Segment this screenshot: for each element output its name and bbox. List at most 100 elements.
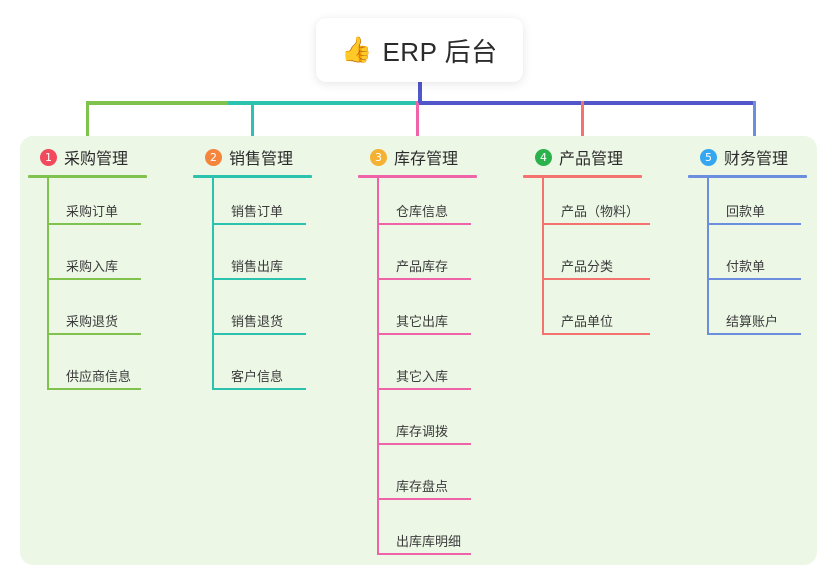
module-item[interactable]: 客户信息 xyxy=(193,343,312,398)
module-underline-4 xyxy=(523,175,642,178)
drop-1 xyxy=(86,101,89,146)
module-title-5: 财务管理 xyxy=(724,151,789,168)
module-header-4[interactable]: 4 产品管理 xyxy=(523,145,642,169)
module-item-label: 其它出库 xyxy=(396,314,449,329)
module-item-underline xyxy=(47,278,141,280)
module-item-underline xyxy=(212,223,306,225)
root-stem-connector xyxy=(418,80,422,103)
module-item-label: 客户信息 xyxy=(231,369,284,384)
module-underline-2 xyxy=(193,175,312,178)
module-badge-3: 3 xyxy=(370,148,387,166)
module-item-underline xyxy=(212,278,306,280)
module-column-5: 5 财务管理回款单付款单结算账户 xyxy=(688,145,807,343)
module-item-label: 结算账户 xyxy=(726,314,779,329)
module-item[interactable]: 销售退货 xyxy=(193,288,312,343)
seg-green xyxy=(86,101,228,105)
module-title-2: 销售管理 xyxy=(229,151,294,168)
module-item[interactable]: 结算账户 xyxy=(688,288,807,343)
module-item-label: 产品单位 xyxy=(561,314,614,329)
module-item-underline xyxy=(212,333,306,335)
module-item[interactable]: 付款单 xyxy=(688,233,807,288)
module-header-2[interactable]: 2 销售管理 xyxy=(193,145,312,169)
module-items-4: 产品（物料） 产品分类产品单位 xyxy=(523,178,650,343)
module-item-label: 采购退货 xyxy=(66,314,119,329)
drop-3 xyxy=(416,101,419,146)
module-item[interactable]: 其它出库 xyxy=(358,288,477,343)
module-item[interactable]: 库存调拨 xyxy=(358,398,477,453)
module-item[interactable]: 仓库信息 xyxy=(358,178,477,233)
module-item-underline xyxy=(707,278,801,280)
module-underline-5 xyxy=(688,175,807,178)
module-item[interactable]: 产品库存 xyxy=(358,233,477,288)
module-item-label: 供应商信息 xyxy=(66,369,132,384)
module-column-2: 2 销售管理销售订单销售出库销售退货客户信息 xyxy=(193,145,312,398)
drop-2 xyxy=(251,101,254,146)
module-title-4: 产品管理 xyxy=(559,151,624,168)
module-item-underline xyxy=(47,223,141,225)
module-item-underline xyxy=(542,278,650,280)
module-item[interactable]: 产品单位 xyxy=(523,288,650,343)
module-items-1: 采购订单采购入库采购退货供应商信息 xyxy=(28,178,147,398)
root-node-title: ERP 后台 xyxy=(382,36,498,67)
module-item-underline xyxy=(377,498,471,500)
module-badge-5: 5 xyxy=(700,148,717,166)
module-item[interactable]: 供应商信息 xyxy=(28,343,147,398)
module-item[interactable]: 销售出库 xyxy=(193,233,312,288)
module-item-underline xyxy=(377,223,471,225)
module-item-label: 其它入库 xyxy=(396,369,449,384)
module-item-underline xyxy=(47,333,141,335)
module-item-underline xyxy=(377,278,471,280)
module-item[interactable]: 出库库明细 xyxy=(358,508,477,563)
module-spine-2 xyxy=(212,178,214,390)
module-item-label: 付款单 xyxy=(726,259,766,274)
root-node-card[interactable]: 👍 ERP 后台 xyxy=(316,18,523,82)
module-items-5: 回款单付款单结算账户 xyxy=(688,178,807,343)
module-item-underline xyxy=(707,333,801,335)
module-item-underline xyxy=(542,223,650,225)
module-item[interactable]: 采购入库 xyxy=(28,233,147,288)
module-header-5[interactable]: 5 财务管理 xyxy=(688,145,807,169)
module-item-label: 库存盘点 xyxy=(396,479,449,494)
module-spine-3 xyxy=(377,178,379,555)
seg-blue xyxy=(418,101,755,105)
module-item-underline xyxy=(212,388,306,390)
module-spine-1 xyxy=(47,178,49,390)
module-item-label: 产品分类 xyxy=(561,259,614,274)
module-item-underline xyxy=(707,223,801,225)
module-item-label: 产品（物料） xyxy=(561,204,640,219)
module-underline-1 xyxy=(28,175,147,178)
module-item-underline xyxy=(377,553,471,555)
module-item-label: 回款单 xyxy=(726,204,766,219)
module-item[interactable]: 采购退货 xyxy=(28,288,147,343)
module-badge-2: 2 xyxy=(205,148,222,166)
module-item[interactable]: 其它入库 xyxy=(358,343,477,398)
modules-panel xyxy=(20,136,817,565)
module-item[interactable]: 销售订单 xyxy=(193,178,312,233)
seg-teal xyxy=(228,101,418,105)
module-item[interactable]: 库存盘点 xyxy=(358,453,477,508)
module-item-underline xyxy=(377,443,471,445)
module-item-label: 销售订单 xyxy=(231,204,284,219)
module-spine-4 xyxy=(542,178,544,335)
module-underline-3 xyxy=(358,175,477,178)
module-item[interactable]: 采购订单 xyxy=(28,178,147,233)
module-item-label: 出库库明细 xyxy=(396,534,462,549)
module-badge-1: 1 xyxy=(40,148,57,166)
module-item-label: 采购入库 xyxy=(66,259,119,274)
module-item[interactable]: 回款单 xyxy=(688,178,807,233)
drop-4 xyxy=(581,101,584,146)
module-item-label: 销售退货 xyxy=(231,314,284,329)
module-item-underline xyxy=(542,333,650,335)
module-item[interactable]: 产品（物料） xyxy=(523,178,650,233)
module-item-underline xyxy=(377,333,471,335)
module-spine-5 xyxy=(707,178,709,335)
module-item[interactable]: 产品分类 xyxy=(523,233,650,288)
module-item-label: 库存调拨 xyxy=(396,424,449,439)
module-items-3: 仓库信息产品库存其它出库其它入库库存调拨库存盘点出库库明细 xyxy=(358,178,477,563)
module-badge-4: 4 xyxy=(535,148,552,166)
